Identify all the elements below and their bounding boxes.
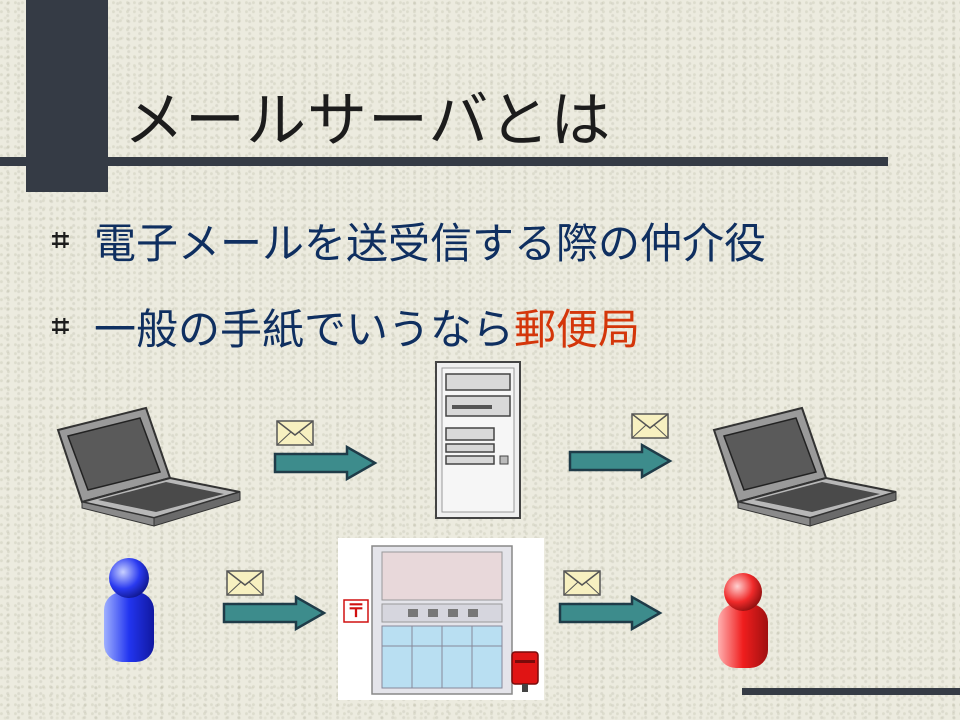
arrow-icon	[568, 443, 672, 479]
bullet-2-text: 一般の手紙でいうなら	[94, 305, 515, 354]
slide-title: メールサーバとは	[124, 86, 612, 156]
receiver-person-icon	[718, 573, 768, 668]
receiver-laptop-icon	[713, 407, 897, 527]
bullet-2: ⌗ 一般の手紙でいうなら郵便局	[52, 296, 640, 357]
sender-laptop-icon	[57, 407, 241, 527]
envelope-icon	[276, 420, 314, 446]
bullet-2-highlight: 郵便局	[514, 305, 641, 354]
footer-line	[742, 688, 960, 695]
arrow-icon	[222, 595, 326, 631]
bullet-1: ⌗ 電子メールを送受信する際の仲介役	[52, 210, 766, 271]
title-underline	[0, 157, 888, 166]
arrow-icon	[558, 595, 662, 631]
envelope-icon	[563, 570, 601, 596]
bullet-marker-icon: ⌗	[52, 223, 69, 258]
mail-server-icon	[435, 361, 521, 519]
post-office-icon: 〒	[338, 538, 544, 700]
sender-person-icon	[104, 558, 154, 662]
envelope-icon	[631, 413, 669, 439]
post-office-sign: 〒	[347, 601, 365, 622]
bullet-marker-icon: ⌗	[52, 309, 69, 344]
envelope-icon	[226, 570, 264, 596]
arrow-icon	[273, 445, 377, 481]
bullet-1-text: 電子メールを送受信する際の仲介役	[94, 219, 767, 268]
